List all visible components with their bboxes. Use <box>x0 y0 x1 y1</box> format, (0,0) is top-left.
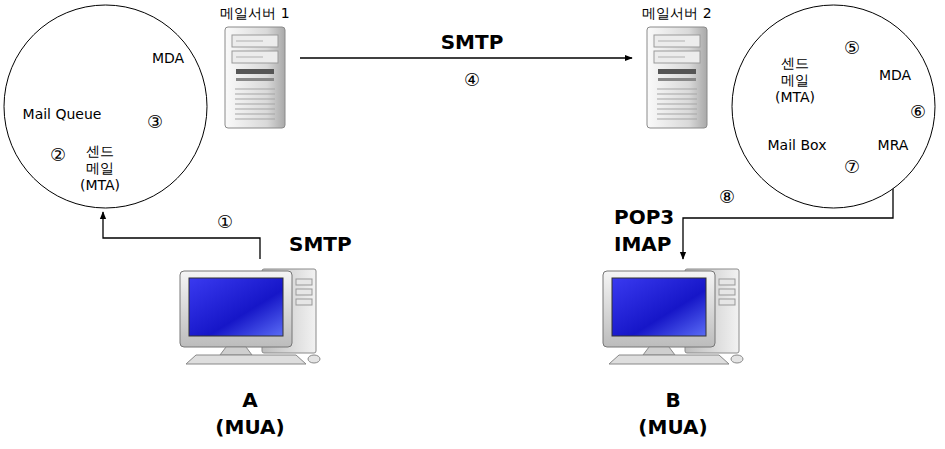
agent-label: MDA <box>149 48 187 69</box>
client-computer: A (MUA) <box>175 262 325 441</box>
protocol-label: SMTP <box>287 231 354 258</box>
agent-label: 센드메일 (MTA) <box>772 53 818 108</box>
server-internals-circle: MDA Mail Queue 센드메일 (MTA) <box>3 4 208 209</box>
client-computer: B (MUA) <box>598 262 748 441</box>
node-text: Mail Box <box>768 137 827 154</box>
callout-number: ① <box>217 212 233 232</box>
flow-arrow <box>300 57 632 58</box>
node-text: MDA <box>879 67 911 84</box>
callout-number: ⑦ <box>844 157 860 177</box>
client-label: A (MUA) <box>215 387 284 441</box>
server-icon <box>645 25 710 131</box>
node-text: 센드메일 (MTA) <box>80 143 120 194</box>
mail-server: 메일서버 1 <box>213 4 297 131</box>
mailbox-label: Mail Box <box>765 135 830 156</box>
client-label: B (MUA) <box>638 387 707 441</box>
server-internals-circle: 센드메일 (MTA) MDA Mail Box MRA <box>731 4 936 209</box>
server-label: 메일서버 2 <box>635 4 719 22</box>
agent-label: 센드메일 (MTA) <box>77 141 123 196</box>
node-text: MRA <box>878 137 909 154</box>
mail-server: 메일서버 2 <box>635 4 719 131</box>
flow-arrow <box>103 212 260 259</box>
computer-icon <box>601 265 746 365</box>
node-text: 센드메일 (MTA) <box>775 55 815 106</box>
callout-number: ⑥ <box>910 102 926 122</box>
circle-outline <box>731 4 936 209</box>
node-text: MDA <box>152 50 184 67</box>
agent-label: MRA <box>875 135 912 156</box>
server-icon <box>223 25 288 131</box>
protocol-label: POP3 IMAP <box>612 204 676 258</box>
callout-number: ⑤ <box>844 38 860 58</box>
callout-number: ③ <box>147 112 163 132</box>
computer-icon <box>178 265 323 365</box>
protocol-label: SMTP <box>439 29 506 56</box>
agent-label: MDA <box>876 65 914 86</box>
server-label: 메일서버 1 <box>213 4 297 22</box>
node-text: Mail Queue <box>23 106 102 123</box>
callout-number: ② <box>50 145 66 165</box>
callout-number: ④ <box>464 70 480 90</box>
queue-label: Mail Queue <box>20 104 105 125</box>
callout-number: ⑧ <box>719 187 735 207</box>
